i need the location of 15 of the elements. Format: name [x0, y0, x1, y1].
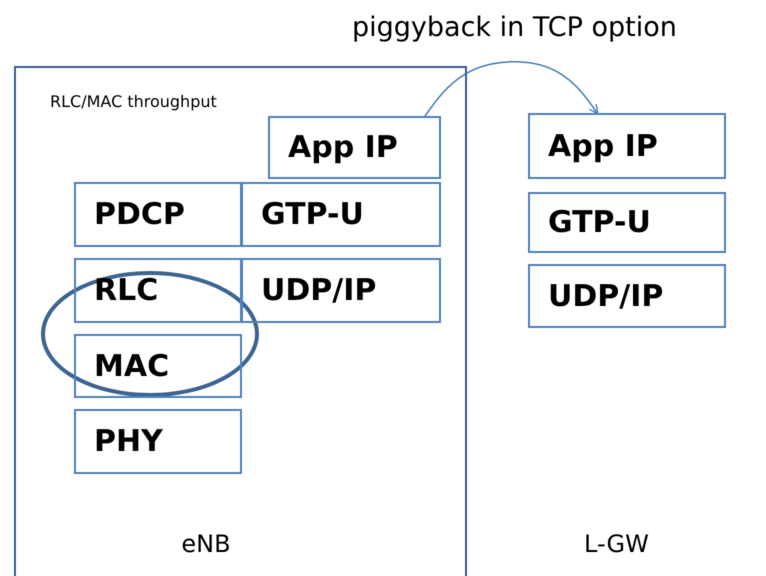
network-element-frame: [14, 66, 467, 576]
protocol-layer-box: UDP/IP: [528, 264, 726, 328]
protocol-layer-box: PHY: [74, 409, 242, 474]
annotation-text: RLC/MAC throughput: [50, 92, 217, 111]
protocol-layer-box: GTP-U: [241, 182, 441, 247]
protocol-layer-box: App IP: [268, 116, 441, 179]
node-label: L-GW: [584, 530, 649, 558]
node-label: eNB: [180, 530, 232, 558]
protocol-layer-box: UDP/IP: [241, 258, 441, 323]
arrow: [424, 61, 598, 116]
protocol-layer-box: RLC: [74, 258, 242, 323]
protocol-layer-box: PDCP: [74, 182, 242, 247]
protocol-layer-box: MAC: [74, 334, 242, 398]
protocol-layer-box: GTP-U: [528, 192, 726, 253]
protocol-layer-box: App IP: [528, 113, 726, 179]
